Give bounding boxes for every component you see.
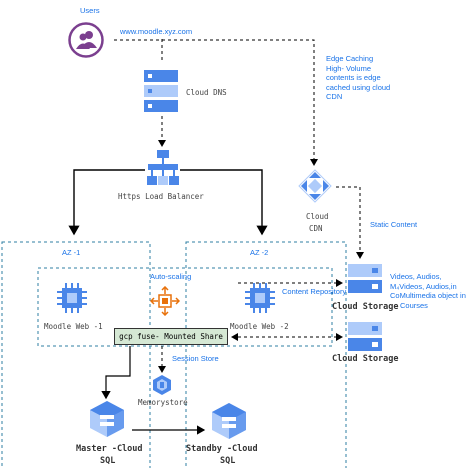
cloud-dns-label: Cloud DNS <box>186 88 227 97</box>
cdn-label-2: CDN <box>309 224 323 233</box>
cloud-sql-icon <box>210 402 248 440</box>
cloud-storage-icon <box>346 262 384 296</box>
static-content-label: Static Content <box>370 220 418 229</box>
cloud-storage-2-label: Cloud Storage <box>332 354 399 364</box>
edge-caching-line: High- Volume <box>326 63 372 73</box>
storage-note-line: M₄Videos, Audios,in <box>390 281 457 291</box>
edge-caching-note: Edge Caching High- Volume contents is ed… <box>326 54 390 102</box>
url-label: www.moodle.xyz.com <box>120 27 193 36</box>
edge-caching-line: cached using cloud <box>326 82 391 92</box>
cloud-storage-icon <box>346 320 384 354</box>
az2-label: AZ -2 <box>250 248 269 257</box>
autoscaling-group <box>37 267 333 347</box>
session-store-label: Session Store <box>172 354 219 363</box>
compute-chip-icon <box>56 282 88 314</box>
users-icon <box>68 22 104 58</box>
load-balancer-icon <box>146 148 180 188</box>
compute-chip-icon <box>244 282 276 314</box>
az2-zone <box>185 241 347 468</box>
cloud-storage-1-label: Cloud Storage <box>332 302 399 312</box>
cloud-cdn-icon <box>297 168 333 204</box>
cdn-label-1: Cloud <box>306 212 329 221</box>
memorystore-label: Memorystore <box>138 398 188 407</box>
master-sql-label-1: Master -Cloud <box>76 444 143 454</box>
az1-label: AZ -1 <box>62 248 81 257</box>
gcp-fuse-label: gcp fuse- Mounted Share <box>119 332 223 341</box>
moodle-web-2-label: Moodle Web -2 <box>230 322 289 331</box>
auto-scaling-label: Auto-scaling <box>150 272 192 281</box>
storage-note: Videos, Audios, M₄Videos, Audios,in CoMu… <box>390 272 466 310</box>
users-label: Users <box>80 6 100 15</box>
storage-note-line: Videos, Audios, <box>390 272 442 281</box>
cloud-sql-icon <box>88 400 126 438</box>
standby-sql-label-1: Standby -Cloud <box>186 444 258 454</box>
moodle-web-1-label: Moodle Web -1 <box>44 322 103 331</box>
memorystore-icon <box>152 374 172 396</box>
edge-caching-line: CDN <box>326 92 343 101</box>
gcp-fuse-box: gcp fuse- Mounted Share <box>114 328 228 345</box>
cloud-dns-icon <box>140 68 182 116</box>
storage-note-line: CoMultimedia object in <box>390 291 466 300</box>
az1-zone <box>1 241 151 468</box>
standby-sql-label-2: SQL <box>220 456 236 466</box>
content-repository-label: Content Repository <box>282 287 347 296</box>
storage-note-line: Courses <box>400 300 428 310</box>
edge-caching-line: contents is edge <box>326 73 381 82</box>
load-balancer-label: Https Load Balancer <box>118 192 204 201</box>
edge-caching-line: Edge Caching <box>326 54 374 63</box>
master-sql-label-2: SQL <box>100 456 116 466</box>
auto-scaling-icon <box>149 285 181 317</box>
